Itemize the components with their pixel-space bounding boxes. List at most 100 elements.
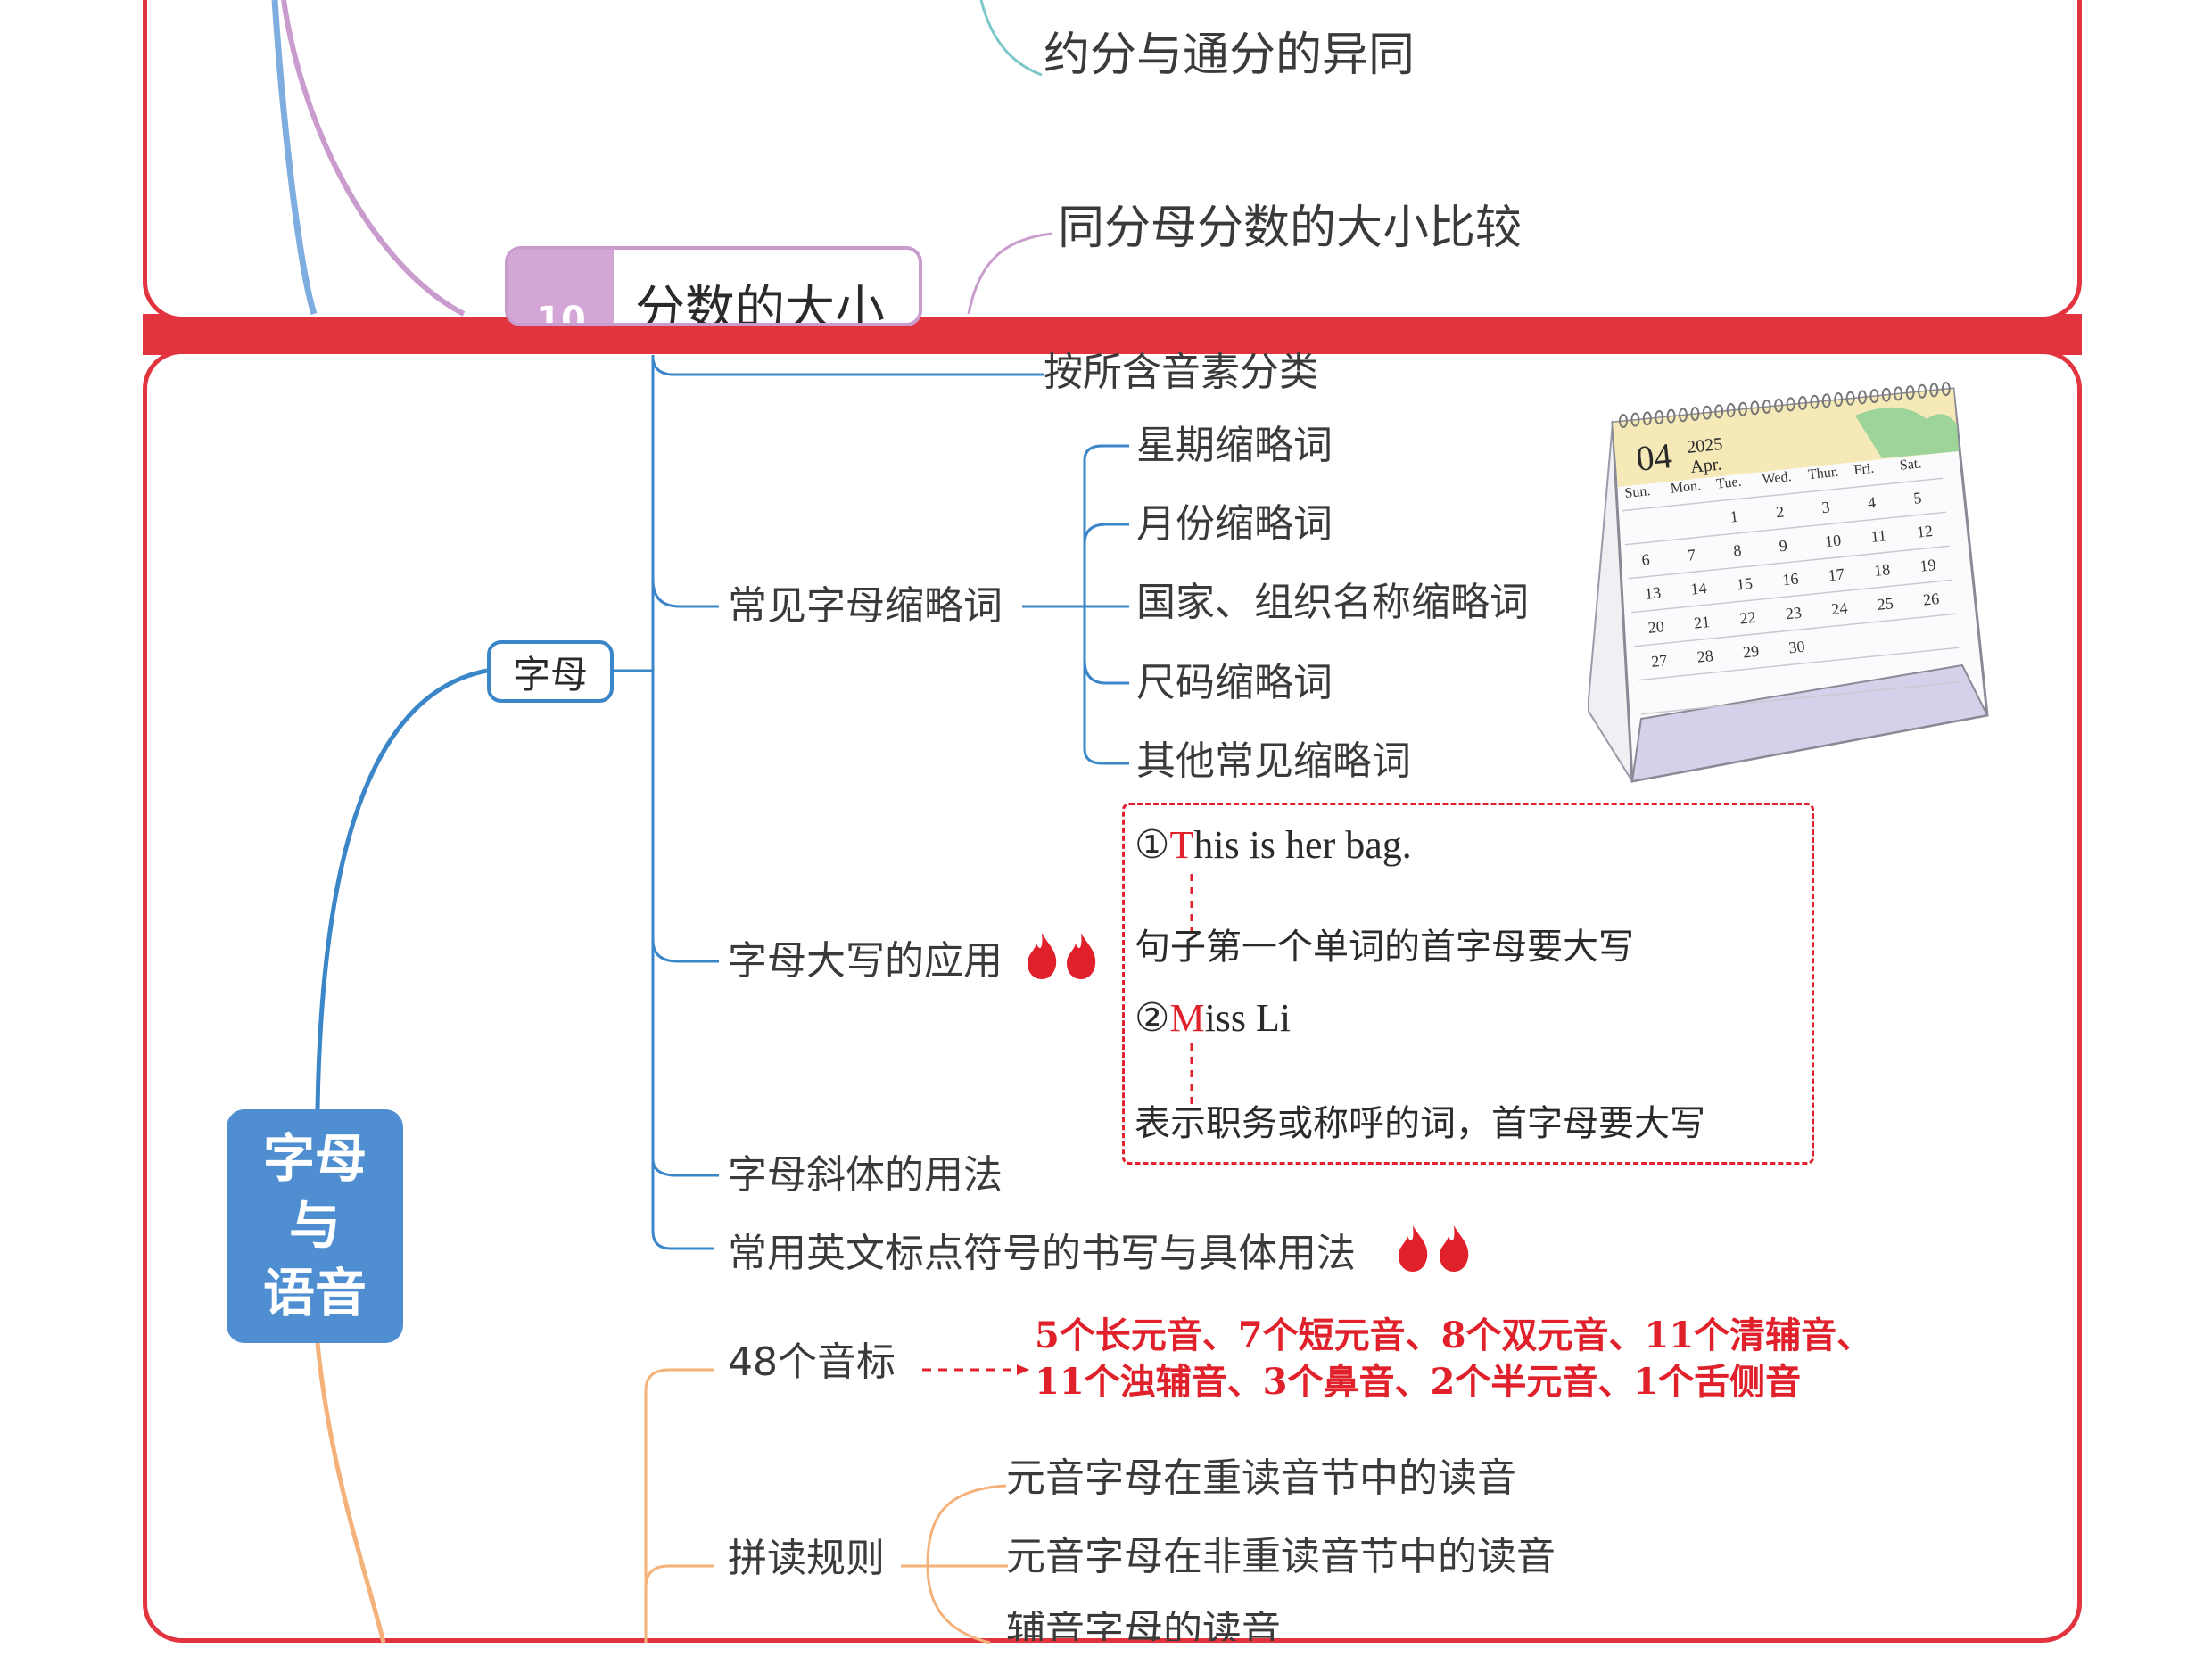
calendar-grid-line (1634, 613, 1956, 647)
calendar-ring (1918, 383, 1927, 399)
abbrev-month: 月份缩略词 (1136, 501, 1333, 547)
node-phoneme-classification: 按所含音素分类 (1044, 350, 1318, 395)
calendar-ring (1774, 398, 1784, 413)
top-panel (143, 0, 2082, 321)
calendar-day: 6 (1641, 550, 1651, 569)
calendar-day: 26 (1922, 589, 1940, 609)
calendar-ring (1929, 383, 1939, 398)
spelling-stressed-vowels: 元音字母在重读音节中的读音 (1006, 1455, 1516, 1501)
calendar-day: 13 (1644, 583, 1662, 603)
calendar-day: 2 (1775, 503, 1785, 522)
calendar-ring (1845, 391, 1855, 406)
calendar-day: 22 (1739, 608, 1757, 628)
hot-point-flame-icon (1440, 1225, 1469, 1272)
calendar-weekday: Mon. (1670, 478, 1702, 496)
calendar-ring (1810, 394, 1820, 409)
calendar-day: 28 (1696, 647, 1714, 666)
phonetics-detail-line-1: 5个长元音、7个短元音、8个双元音、11个清辅音、 (1035, 1314, 1873, 1356)
node-punctuation: 常用英文标点符号的书写与具体用法 (728, 1231, 1356, 1276)
calendar-day: 18 (1873, 560, 1891, 580)
example-1-rest: his is her bag. (1193, 823, 1412, 867)
example-2: ②Miss Li (1135, 999, 1291, 1038)
note-sentence-first-word: 句子第一个单词的首字母要大写 (1135, 927, 1634, 968)
calendar-day: 9 (1779, 537, 1788, 556)
node-abbreviations: 常见字母缩略词 (728, 583, 1003, 629)
calendar-day: 12 (1916, 522, 1934, 541)
calendar-day: 10 (1824, 531, 1842, 550)
calendar-ring (1642, 411, 1652, 426)
calendar-day: 15 (1736, 574, 1754, 594)
calendar-ring (1881, 387, 1891, 402)
example-1-capital: T (1169, 823, 1194, 867)
calendar-day: 1 (1729, 507, 1739, 526)
calendar-day: 11 (1870, 526, 1887, 546)
calendar-day: 30 (1788, 638, 1806, 657)
note-title-capital: 表示职务或称呼的词，首字母要大写 (1135, 1103, 1705, 1144)
hot-point-flame-icon (1399, 1225, 1428, 1272)
calendar-weekday: Sat. (1899, 456, 1922, 473)
central-topic-line-2: 与 (288, 1195, 341, 1257)
calendar-month-number: 04 (1634, 435, 1673, 479)
central-topic: 字母 与 语音 (227, 1109, 403, 1343)
hot-point-flame-icon (1028, 933, 1057, 979)
calendar-ring (1894, 386, 1903, 401)
calendar-ring (1702, 405, 1712, 420)
node-italic-usage: 字母斜体的用法 (728, 1152, 1003, 1198)
calendar-day: 3 (1821, 498, 1831, 516)
calendar-ring (1941, 382, 1951, 397)
letters-node: 字母 (487, 640, 614, 703)
fraction-size-node: 10 分数的大小 (505, 246, 922, 326)
calendar-ring (1666, 408, 1676, 424)
phonetics-detail-line-2: 11个浊辅音、3个鼻音、2个半元音、1个舌侧音 (1035, 1361, 1802, 1403)
calendar-ring (1834, 392, 1844, 408)
example-1-number: ① (1135, 823, 1170, 867)
capital-examples-box (1122, 803, 1814, 1165)
calendar-day: 27 (1650, 651, 1668, 671)
calendar-day: 29 (1742, 642, 1760, 662)
calendar-day: 4 (1867, 493, 1877, 512)
node-spelling-rules: 拼读规则 (728, 1536, 885, 1581)
calendar-grid-line (1631, 579, 1953, 614)
calendar-day: 19 (1919, 556, 1937, 575)
calendar-day: 17 (1828, 565, 1845, 584)
calendar-binding-rings (1619, 382, 1951, 428)
fraction-node-number: 10 (536, 300, 586, 326)
calendar-day: 25 (1877, 594, 1894, 614)
central-topic-line-1: 字母 (262, 1127, 367, 1189)
abbrev-other: 其他常见缩略词 (1136, 738, 1411, 784)
fraction-node-label: 分数的大小 (635, 281, 885, 326)
hot-point-flame-icon (1067, 933, 1096, 979)
calendar-year: 2025 (1686, 434, 1723, 457)
calendar-grid-line (1640, 680, 1962, 715)
calendar-ring (1714, 404, 1724, 419)
calendar-weekday: Tue. (1715, 474, 1742, 492)
spelling-unstressed-vowels: 元音字母在非重读音节中的读音 (1006, 1534, 1556, 1579)
calendar-ring (1690, 407, 1700, 422)
calendar-day: 16 (1781, 570, 1799, 589)
calendar-weekday: Thur. (1807, 465, 1839, 482)
node-capital-usage: 字母大写的应用 (728, 938, 1003, 984)
example-2-rest: iss Li (1204, 996, 1292, 1040)
calendar-ring (1762, 400, 1771, 415)
calendar-ring (1869, 389, 1879, 404)
calendar-day: 5 (1912, 489, 1922, 507)
abbrev-country-org: 国家、组织名称缩略词 (1136, 580, 1529, 625)
calendar-ring (1726, 403, 1736, 418)
calendar-day: 8 (1732, 541, 1742, 560)
node-fraction-similarities: 约分与通分的异同 (1044, 29, 1416, 82)
calendar-ring (1655, 410, 1664, 425)
calendar-grid-line (1628, 545, 1950, 580)
abbrev-size: 尺码缩略词 (1136, 660, 1333, 705)
calendar-weekday: Fri. (1853, 461, 1875, 478)
calendar-day: 24 (1830, 598, 1848, 618)
calendar-ring (1786, 397, 1795, 412)
calendar-grid-line (1638, 647, 1960, 681)
calendar-ring (1630, 412, 1640, 427)
calendar-ring (1858, 390, 1867, 405)
calendar-grid-line (1622, 477, 1944, 512)
calendar-day: 21 (1693, 613, 1711, 632)
desk-calendar-illustration: 04 2025 Apr. Sun.Mon.Tue.Wed.Thur.Fri.Sa… (1588, 382, 1989, 783)
calendar-ring (1798, 396, 1807, 411)
